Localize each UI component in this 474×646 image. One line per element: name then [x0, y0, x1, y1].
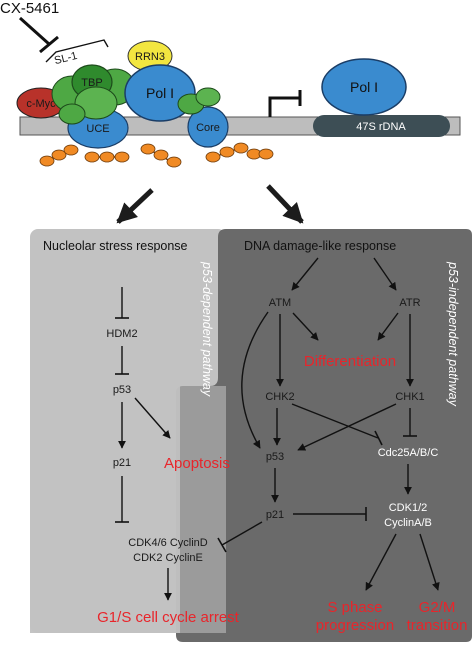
right-pathway: DNA damage-like response ATM ATR Differe…: [217, 239, 468, 634]
right-p53: p53: [266, 451, 284, 463]
right-chk1: CHK1: [395, 391, 424, 403]
cx5461-inhibit-bar: [39, 35, 59, 54]
left-panel-overlay-right: [180, 386, 226, 633]
right-s-phase-line2: progression: [316, 617, 394, 634]
left-cdk-line1: CDK4/6 CyclinD: [128, 537, 208, 549]
right-panel: [176, 229, 472, 642]
arrow-to-dna-damage: [266, 184, 304, 224]
left-panel-overlay: [30, 386, 180, 633]
right-cdk12-line1: CDK1/2: [389, 502, 428, 514]
left-cdk-line2: CDK2 CyclinE: [133, 552, 203, 564]
core-label: Core: [196, 122, 220, 134]
right-panel-title: DNA damage-like response: [244, 239, 396, 253]
ubf-green-2: [195, 87, 221, 107]
c-myc-label: c-Myc: [26, 98, 56, 110]
right-g2m-line2: transition: [407, 617, 468, 634]
left-pathway: Nucleolar stress response HDM2 p53 Apopt…: [43, 239, 240, 626]
arrow-to-nucleolar: [116, 188, 154, 224]
right-side-label: p53-independent pathway: [446, 261, 460, 407]
sl1-label: SL-1: [53, 50, 78, 67]
right-p21: p21: [266, 509, 284, 521]
sl1-bracket: [45, 39, 109, 63]
left-side-label: p53-dependent pathway: [200, 261, 214, 397]
rrn3-label: RRN3: [135, 51, 165, 63]
rdna-block: [313, 115, 450, 137]
right-chk2: CHK2: [265, 391, 294, 403]
pol1-right: [321, 58, 407, 116]
sl1-subunit-4: [58, 103, 86, 125]
cx5461-label: CX-5461: [0, 0, 59, 17]
ubft-dimers: [39, 142, 274, 168]
rdna-label: 47S rDNA: [356, 121, 406, 133]
left-apoptosis: Apoptosis: [164, 455, 230, 472]
uce-label: UCE: [86, 123, 109, 135]
promoter-schematic: c-Myc UCE TBP SL-1 CX-5461 RRN3 Pol I Co…: [0, 0, 461, 224]
sl1-subunit-3: [74, 86, 118, 120]
right-atm: ATM: [269, 297, 291, 309]
left-p21: p21: [113, 457, 131, 469]
right-differentiation: Differentiation: [304, 353, 396, 370]
cx5461-inhibit-line: [18, 16, 51, 46]
right-g2m-line1: G2/M: [419, 599, 456, 616]
right-atr: ATR: [399, 297, 420, 309]
right-s-phase-line1: S phase: [327, 599, 382, 616]
pol1-left: [124, 64, 196, 122]
left-hdm2: HDM2: [106, 328, 137, 340]
right-cdc25: Cdc25A/B/C: [378, 447, 439, 459]
pol1-right-label: Pol I: [350, 79, 378, 95]
tss-arrow: [268, 96, 300, 117]
left-p53: p53: [113, 384, 131, 396]
right-cdk12-line2: CyclinA/B: [384, 517, 432, 529]
left-panel-title: Nucleolar stress response: [43, 239, 188, 253]
core-element: [187, 106, 229, 148]
tbp-label: TBP: [81, 77, 102, 89]
left-arrest: G1/S cell cycle arrest: [97, 609, 240, 626]
pol1-left-label: Pol I: [146, 85, 174, 101]
